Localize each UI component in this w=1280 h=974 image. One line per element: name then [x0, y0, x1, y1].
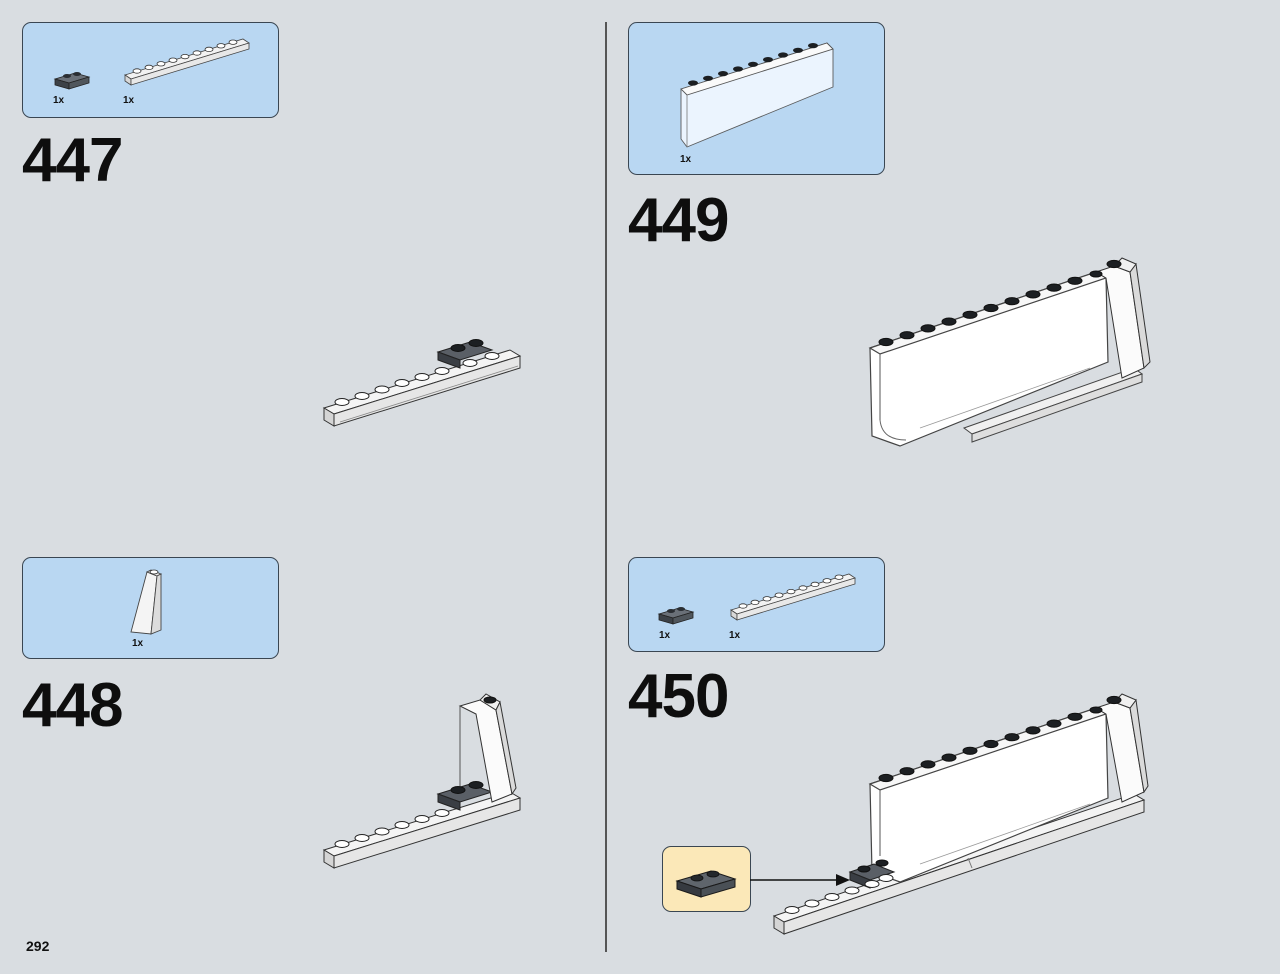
page-number: 292 — [26, 938, 50, 954]
part-qty: 1x — [680, 154, 692, 165]
step-number-449: 449 — [628, 186, 729, 255]
assembly-illustration-step-448 — [322, 693, 522, 869]
sub-assembly-callout — [662, 846, 751, 912]
white-slope-brick-icon — [130, 569, 163, 635]
part-qty: 1x — [132, 638, 144, 649]
assembly-illustration-step-449 — [868, 257, 1151, 447]
white-plate-1x10-icon — [730, 573, 856, 621]
part-qty: 1x — [53, 95, 65, 106]
dark-gray-plate-1x2-icon — [657, 607, 695, 625]
parts-list-panel-step-449: 1x — [628, 22, 885, 175]
dark-gray-plate-1x2-icon — [675, 870, 737, 898]
dark-gray-plate-1x2-icon — [53, 72, 91, 90]
parts-list-panel-step-448: 1x — [22, 557, 279, 659]
column-divider — [605, 22, 607, 952]
transparent-panel-1x10-icon — [680, 42, 834, 148]
step-number-447: 447 — [22, 126, 123, 195]
part-qty: 1x — [729, 630, 741, 641]
step-number-448: 448 — [22, 671, 123, 740]
part-qty: 1x — [123, 95, 135, 106]
assembly-illustration-step-450 — [772, 693, 1149, 935]
step-number-450: 450 — [628, 662, 729, 731]
parts-list-panel-step-447: 1x 1x — [22, 22, 279, 118]
part-qty: 1x — [659, 630, 671, 641]
parts-list-panel-step-450: 1x 1x — [628, 557, 885, 652]
assembly-illustration-step-447 — [322, 339, 522, 427]
placement-arrow — [750, 874, 850, 886]
white-plate-1x10-icon — [124, 38, 250, 86]
